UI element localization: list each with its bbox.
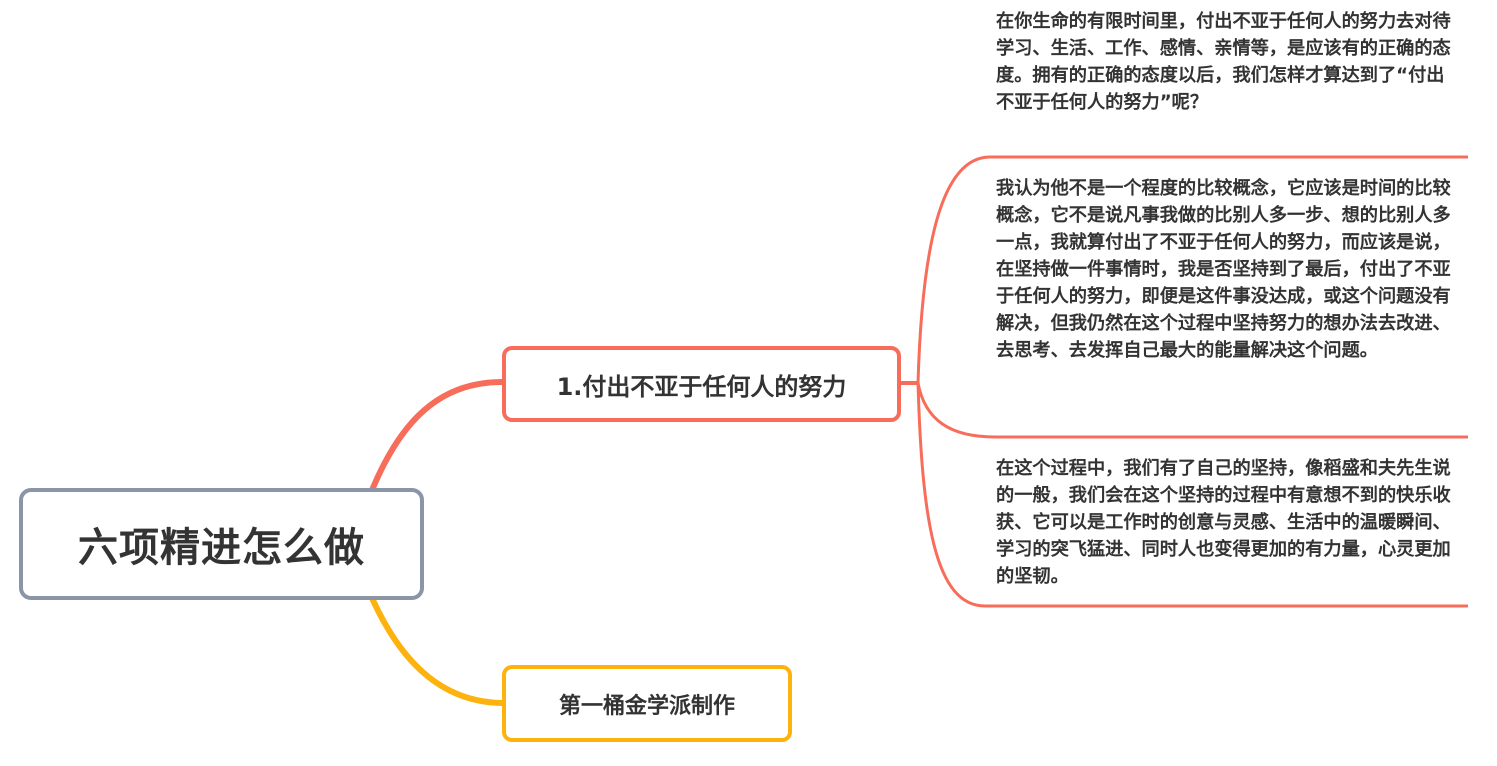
root-topic[interactable]: 六项精进怎么做 <box>19 488 424 600</box>
subtopic-time-concept[interactable]: 我认为他不是一个程度的比较概念，它应该是时间的比较概念，它不是说凡事我做的比别人… <box>996 178 1451 361</box>
connector-leaf1 <box>916 155 1468 384</box>
connector-leaf2 <box>916 382 1468 439</box>
root-topic-label: 六项精进怎么做 <box>78 525 365 571</box>
main-topic-effort[interactable]: 1.付出不亚于任何人的努力 <box>502 346 901 422</box>
connector-leaf3 <box>916 382 1468 608</box>
subtopic-effort-question[interactable]: 在你生命的有限时间里，付出不亚于任何人的努力去对待学习、生活、工作、感情、亲情等… <box>996 11 1451 113</box>
main-topic-credit-label: 第一桶金学派制作 <box>558 693 735 719</box>
subtopic-persistence-reward[interactable]: 在这个过程中，我们有了自己的坚持，像稻盛和夫先生说的一般，我们会在这个坚持的过程… <box>996 458 1451 587</box>
connector-root-to-branch1 <box>367 379 505 498</box>
connector-root-to-branch2 <box>369 595 505 706</box>
main-topic-credit[interactable]: 第一桶金学派制作 <box>502 665 792 742</box>
main-topic-effort-label: 1.付出不亚于任何人的努力 <box>556 372 847 401</box>
